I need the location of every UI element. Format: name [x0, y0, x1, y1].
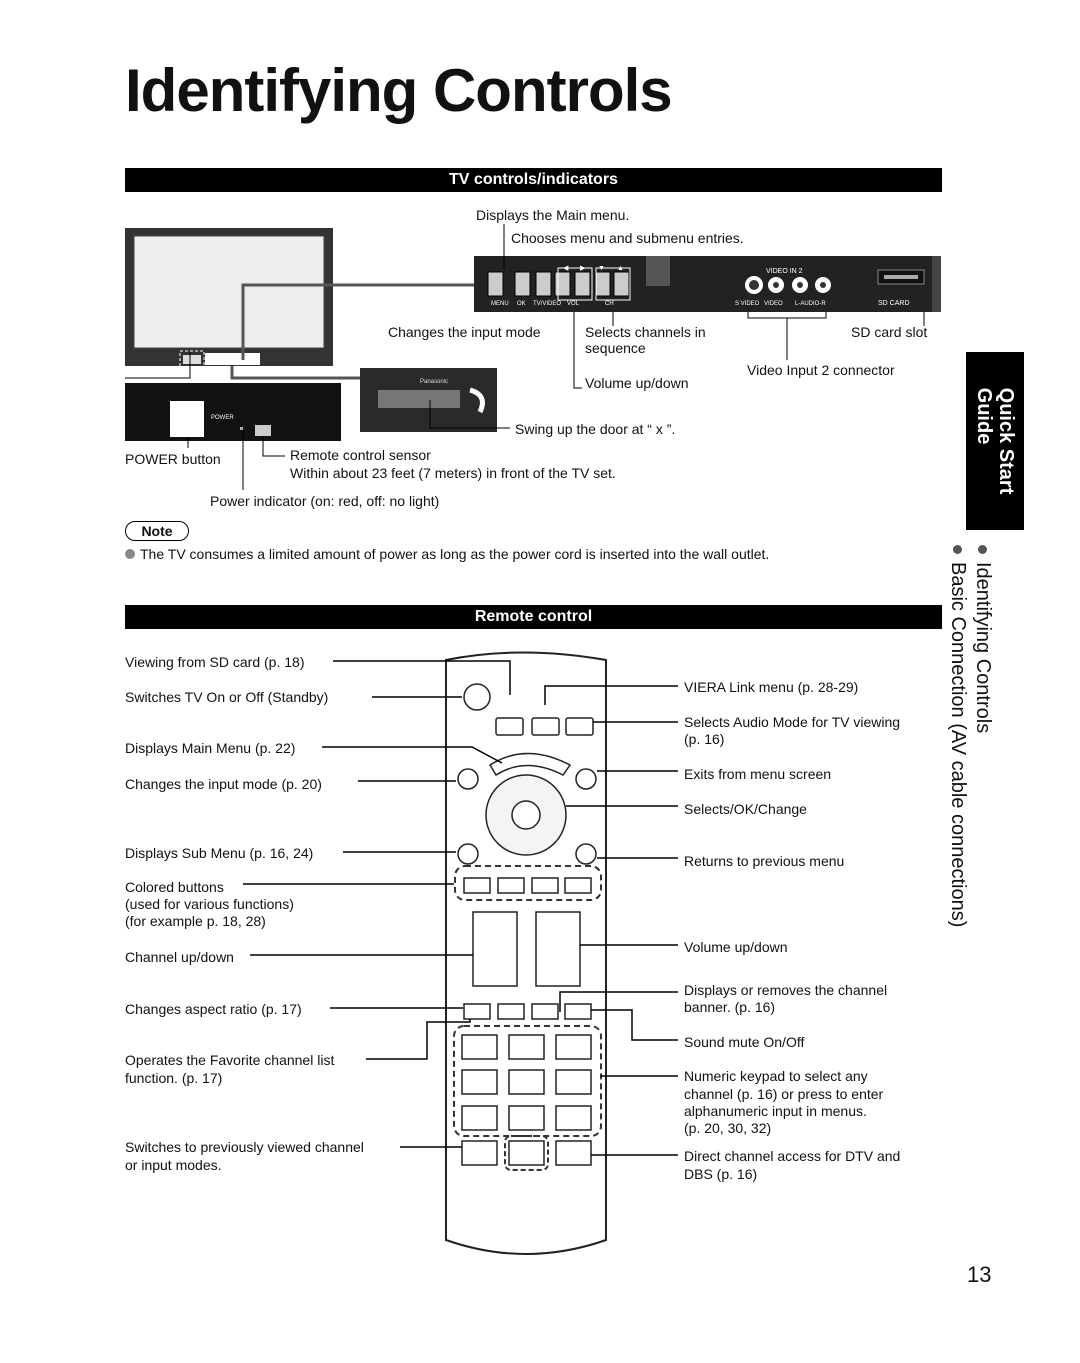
- label-channels: Selects channels in: [585, 324, 706, 340]
- note-label: Note: [125, 521, 189, 541]
- panel-label-svideo: S VIDEO: [735, 301, 760, 307]
- label-sensor: Remote control sensor: [290, 447, 431, 463]
- svg-text:◀: ◀: [563, 265, 569, 272]
- label-channels-2: sequence: [585, 340, 646, 356]
- panel-label-brand: Panasonic: [420, 379, 448, 385]
- remote-label-viera: VIERA Link menu (p. 28-29): [684, 679, 859, 695]
- svg-text:▼: ▼: [598, 265, 605, 272]
- label-input-mode: Changes the input mode: [388, 324, 541, 340]
- note-text: The TV consumes a limited amount of powe…: [140, 546, 770, 562]
- remote-control-illustration: [445, 651, 607, 1255]
- label-swing-door: Swing up the door at “ x ”.: [515, 421, 676, 437]
- remote-label-recall-1: Switches to previously viewed channel: [125, 1139, 364, 1155]
- panel-label-menu: MENU: [491, 301, 509, 307]
- remote-label-keypad-3: alphanumeric input in menus.: [684, 1103, 867, 1119]
- remote-label-power: Switches TV On or Off (Standby): [125, 689, 329, 705]
- panel-label-ok: OK: [517, 301, 526, 307]
- remote-control-header: Remote control: [125, 605, 942, 629]
- remote-label-favorite-2: function. (p. 17): [125, 1070, 223, 1086]
- remote-label-channel: Channel up/down: [125, 949, 234, 965]
- label-menu-entries: Chooses menu and submenu entries.: [511, 230, 744, 246]
- quick-start-tab-line1: Quick Start: [995, 387, 1017, 495]
- bullet-icon: [125, 549, 135, 559]
- label-power-button: POWER button: [125, 451, 221, 467]
- remote-label-audio-2: (p. 16): [684, 731, 725, 747]
- quick-start-tab-line2: Guide: [973, 387, 995, 445]
- tv-controls-header: TV controls/indicators: [125, 168, 942, 192]
- quick-start-tab-text: Quick Start Guide: [973, 388, 1017, 495]
- remote-label-main-menu: Displays Main Menu (p. 22): [125, 740, 296, 756]
- remote-leaders-right: [544, 685, 678, 1156]
- panel-label-sd: SD CARD: [878, 300, 910, 307]
- svg-text:▶: ▶: [580, 265, 586, 272]
- remote-label-audio-1: Selects Audio Mode for TV viewing: [684, 714, 901, 730]
- page-number: 13: [967, 1262, 992, 1287]
- note-text-row: The TV consumes a limited amount of powe…: [125, 546, 769, 563]
- remote-label-sub-menu: Displays Sub Menu (p. 16, 24): [125, 845, 314, 861]
- remote-label-banner-1: Displays or removes the channel: [684, 982, 888, 998]
- panel-label-videoin2: VIDEO IN 2: [766, 268, 803, 275]
- remote-label-input: Changes the input mode (p. 20): [125, 776, 322, 792]
- panel-label-power: POWER: [211, 415, 234, 421]
- panel-label-tvav: TV/VIDEO: [533, 301, 561, 307]
- remote-label-aspect: Changes aspect ratio (p. 17): [125, 1001, 302, 1017]
- remote-label-volume: Volume up/down: [684, 939, 788, 955]
- remote-label-sd: Viewing from SD card (p. 18): [125, 654, 305, 670]
- remote-label-recall-2: or input modes.: [125, 1157, 222, 1173]
- label-sensor-range: Within about 23 feet (7 meters) in front…: [290, 465, 616, 481]
- remote-leaders-left: [243, 660, 511, 1148]
- remote-label-colored-3: (for example p. 18, 28): [125, 913, 266, 929]
- side-item-identifying-label: Identifying Controls: [972, 562, 994, 734]
- remote-label-exit: Exits from menu screen: [684, 766, 832, 782]
- label-power-indicator: Power indicator (on: red, off: no light): [210, 493, 440, 509]
- remote-label-keypad-4: (p. 20, 30, 32): [684, 1120, 772, 1136]
- remote-label-mute: Sound mute On/Off: [684, 1034, 805, 1050]
- label-sd-slot: SD card slot: [851, 324, 928, 340]
- remote-label-colored-2: (used for various functions): [125, 896, 294, 912]
- remote-label-keypad-1: Numeric keypad to select any: [684, 1068, 868, 1084]
- remote-label-banner-2: banner. (p. 16): [684, 999, 776, 1015]
- panel-label-ch: CH: [605, 301, 614, 307]
- remote-label-direct-1: Direct channel access for DTV and: [684, 1148, 901, 1164]
- remote-label-favorite-1: Operates the Favorite channel list: [125, 1052, 335, 1068]
- side-item-basic-connection-label: Basic Connection (AV cable connections): [947, 562, 969, 928]
- power-panel: POWER: [125, 383, 341, 441]
- tv-illustration: [125, 228, 333, 368]
- side-item-basic-connection: Basic Connection (AV cable connections): [945, 545, 970, 927]
- svg-text:▲: ▲: [617, 265, 624, 272]
- side-item-identifying: Identifying Controls: [970, 545, 995, 733]
- label-volume: Volume up/down: [585, 375, 689, 391]
- panel-label-vol: VOL: [567, 301, 580, 307]
- remote-label-direct-2: DBS (p. 16): [684, 1166, 758, 1182]
- remote-label-return: Returns to previous menu: [684, 853, 845, 869]
- remote-label-ok: Selects/OK/Change: [684, 801, 807, 817]
- panel-label-video: VIDEO: [764, 301, 783, 307]
- panel-label-audio: L-AUDIO-R: [795, 301, 826, 307]
- remote-label-colored-1: Colored buttons: [125, 879, 224, 895]
- door-illustration: Panasonic: [360, 368, 497, 432]
- label-video-input: Video Input 2 connector: [747, 362, 895, 378]
- remote-label-keypad-2: channel (p. 16) or press to enter: [684, 1086, 884, 1102]
- quick-start-tab: Quick Start Guide: [966, 352, 1024, 530]
- tv-control-panel: ◀ ▶ ▼ ▲: [474, 256, 941, 312]
- label-main-menu: Displays the Main menu.: [476, 207, 630, 223]
